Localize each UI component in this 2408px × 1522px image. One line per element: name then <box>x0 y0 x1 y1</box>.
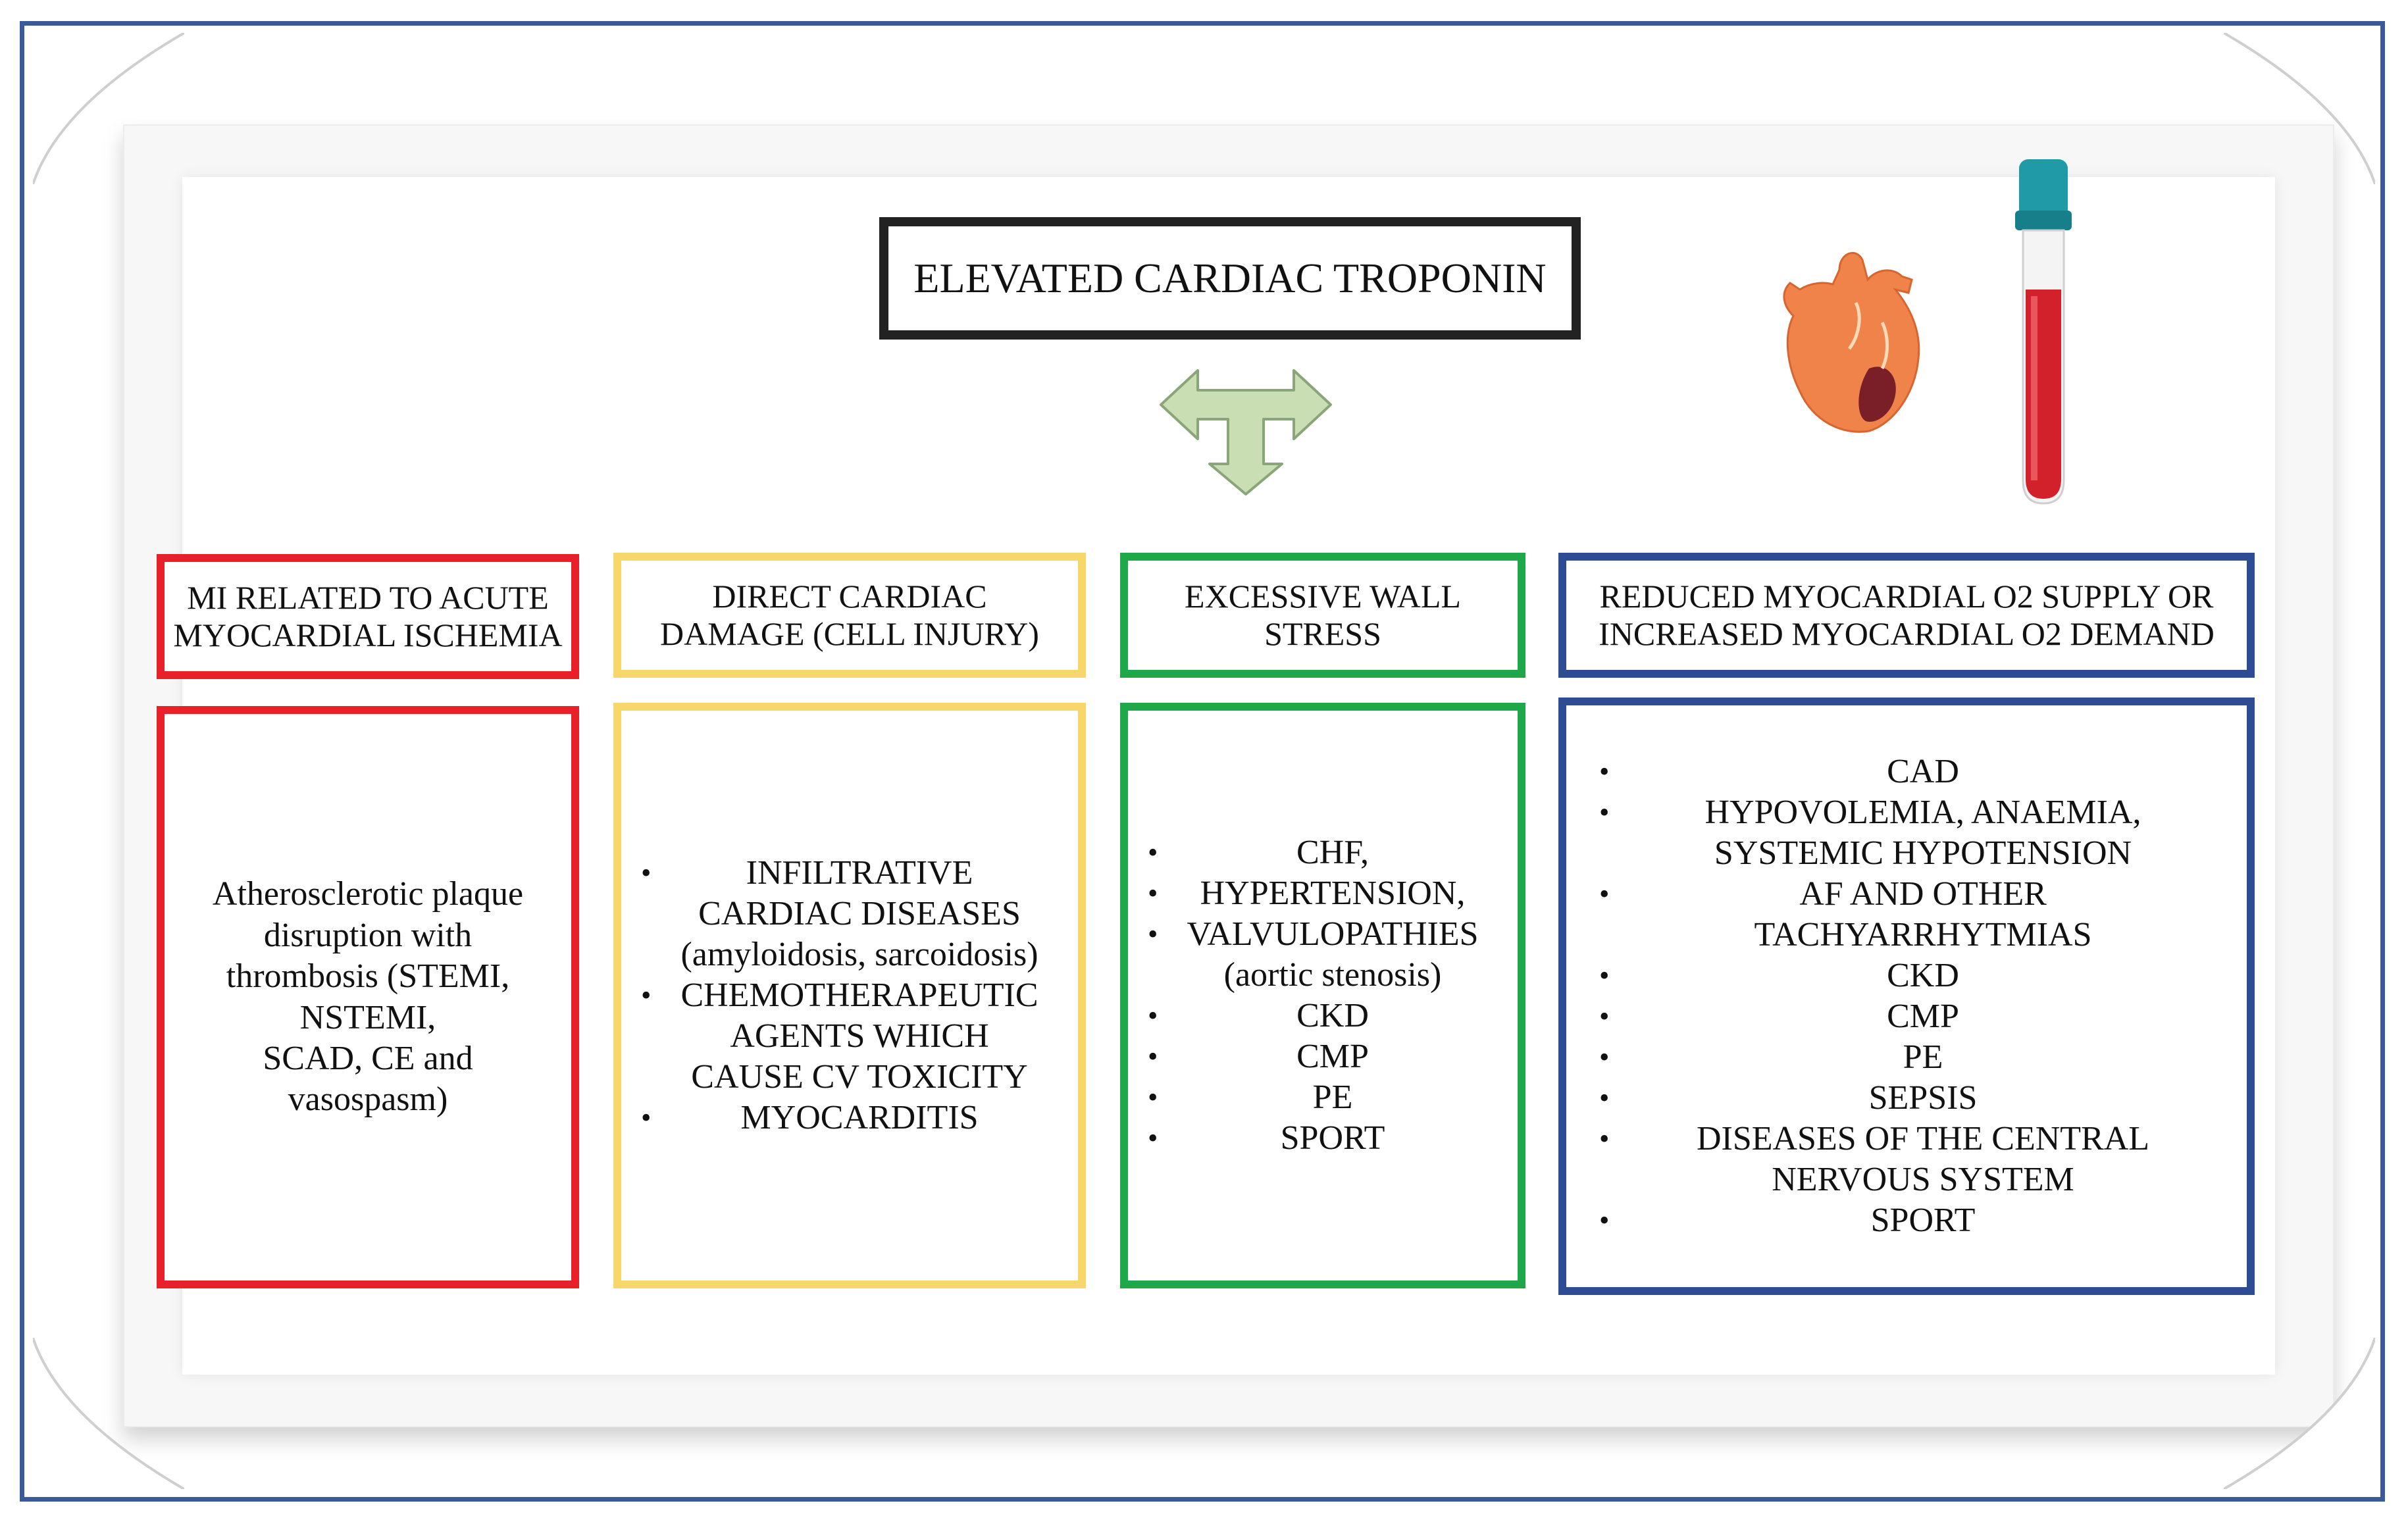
text-line: thrombosis (STEMI, <box>226 957 510 996</box>
item-line: HYPERTENSION, <box>1200 875 1466 912</box>
list-item: CHEMOTHERAPEUTIC AGENTS WHICH CAUSE CV T… <box>641 975 1052 1098</box>
item-line: CMP <box>1296 1038 1369 1075</box>
list-item: CKD <box>1599 955 2207 996</box>
item-line: AGENTS WHICH <box>730 1017 989 1055</box>
item-line: PE <box>1312 1078 1353 1116</box>
list-item: HYPOVOLEMIA, ANAEMIA, SYSTEMIC HYPOTENSI… <box>1599 792 2207 874</box>
list-item: CMP <box>1599 996 2207 1037</box>
box-direct-damage: INFILTRATIVE CARDIAC DISEASES (amyloidos… <box>613 703 1086 1288</box>
heading-line: REDUCED MYOCARDIAL O2 SUPPLY OR <box>1599 577 2214 615</box>
item-line: CKD <box>1887 957 1959 994</box>
item-line: CARDIAC DISEASES <box>698 895 1021 932</box>
item-line: CKD <box>1296 997 1369 1034</box>
item-line: VALVULOPATHIES <box>1187 915 1479 953</box>
photo-corner-bottom-left <box>33 1338 184 1489</box>
heading-line: DAMAGE (CELL INJURY) <box>660 615 1039 652</box>
item-line: HYPOVOLEMIA, ANAEMIA, <box>1704 794 2141 831</box>
item-line: DISEASES OF THE CENTRAL <box>1696 1120 2150 1157</box>
item-line: AF AND OTHER <box>1799 875 2047 913</box>
item-line: NERVOUS SYSTEM <box>1772 1161 2074 1198</box>
title-box: ELEVATED CARDIAC TROPONIN <box>879 217 1581 340</box>
heading-direct-damage: DIRECT CARDIAC DAMAGE (CELL INJURY) <box>613 553 1086 678</box>
heading-o2-supply-demand: REDUCED MYOCARDIAL O2 SUPPLY OR INCREASE… <box>1558 553 2255 678</box>
list-item: VALVULOPATHIES (aortic stenosis) <box>1148 914 1491 996</box>
heading-line: MI RELATED TO ACUTE <box>187 578 549 616</box>
item-line: PE <box>1903 1038 1943 1076</box>
item-line: MYOCARDITIS <box>740 1099 979 1136</box>
photo-corner-top-right <box>2224 33 2375 184</box>
item-line: CHEMOTHERAPEUTIC <box>680 977 1038 1014</box>
item-line: CAD <box>1887 753 1959 790</box>
text-line: Atherosclerotic plaque <box>212 875 524 913</box>
heart-icon <box>1777 243 1935 434</box>
heading-line: EXCESSIVE WALL <box>1185 577 1461 615</box>
item-line: SPORT <box>1870 1202 1976 1239</box>
item-line: SEPSIS <box>1868 1079 1978 1117</box>
heading-wall-stress: EXCESSIVE WALL STRESS <box>1120 553 1525 678</box>
list-item: DISEASES OF THE CENTRAL NERVOUS SYSTEM <box>1599 1119 2207 1200</box>
item-line: SYSTEMIC HYPOTENSION <box>1714 834 2132 872</box>
text-line: disruption with <box>263 916 473 954</box>
heading-line: DIRECT CARDIAC <box>712 577 987 615</box>
box-o2-supply-demand: CAD HYPOVOLEMIA, ANAEMIA, SYSTEMIC HYPOT… <box>1558 698 2255 1295</box>
list-item: HYPERTENSION, <box>1148 873 1491 914</box>
heading-line: MYOCARDIAL ISCHEMIA <box>173 617 563 653</box>
item-line: (aortic stenosis) <box>1223 956 1442 994</box>
heading-line: INCREASED MYOCARDIAL O2 DEMAND <box>1599 615 2215 652</box>
list-item: CMP <box>1148 1036 1491 1077</box>
item-line: CHF, <box>1296 834 1369 871</box>
list-item: SPORT <box>1148 1118 1491 1159</box>
item-line: CAUSE CV TOXICITY <box>691 1058 1028 1096</box>
item-line: TACHYARRHYTMIAS <box>1754 916 2092 953</box>
diagram-title: ELEVATED CARDIAC TROPONIN <box>913 255 1547 301</box>
heading-mi-ischemia: MI RELATED TO ACUTE MYOCARDIAL ISCHEMIA <box>157 554 579 679</box>
photo-corner-bottom-right <box>2224 1338 2375 1489</box>
list-item: AF AND OTHER TACHYARRHYTMIAS <box>1599 874 2207 955</box>
text-line: NSTEMI, <box>299 998 436 1036</box>
heading-line: STRESS <box>1264 615 1381 652</box>
item-line: INFILTRATIVE <box>746 854 973 892</box>
list-item: CAD <box>1599 751 2207 792</box>
double-arrow-split-icon <box>1158 365 1333 497</box>
box-mi-ischemia: Atherosclerotic plaque disruption with t… <box>157 706 579 1288</box>
list-item: INFILTRATIVE CARDIAC DISEASES (amyloidos… <box>641 853 1052 975</box>
list-item: SPORT <box>1599 1200 2207 1241</box>
text-line: vasospasm) <box>288 1080 448 1119</box>
list-item: CKD <box>1148 996 1491 1036</box>
item-line: CMP <box>1887 998 1959 1035</box>
list-item: PE <box>1599 1037 2207 1078</box>
list-item: MYOCARDITIS <box>641 1098 1052 1138</box>
list-item: CHF, <box>1148 832 1491 873</box>
item-line: SPORT <box>1280 1119 1385 1157</box>
text-line: SCAD, CE and <box>263 1039 473 1077</box>
list-item: SEPSIS <box>1599 1078 2207 1119</box>
box-wall-stress: CHF, HYPERTENSION, VALVULOPATHIES (aorti… <box>1120 703 1525 1288</box>
list-item: PE <box>1148 1077 1491 1118</box>
photo-corner-top-left <box>33 33 184 184</box>
blood-tube-icon <box>2001 158 2086 507</box>
item-line: (amyloidosis, sarcoidosis) <box>680 936 1038 973</box>
